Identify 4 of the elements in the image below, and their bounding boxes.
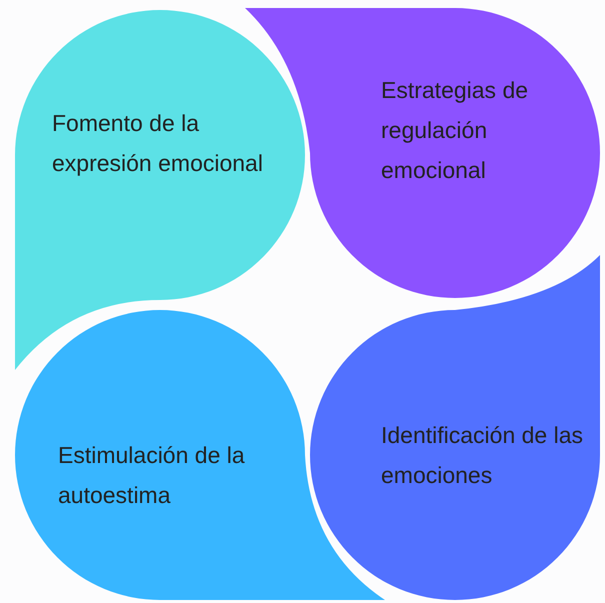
node-text: Fomento de la expresión emocional	[52, 109, 264, 178]
node-text: Identificación de las emociones	[381, 421, 584, 490]
node-text: Estrategias de regulación emocional	[381, 76, 530, 185]
node-text: Estimulación de la autoestima	[58, 441, 246, 510]
